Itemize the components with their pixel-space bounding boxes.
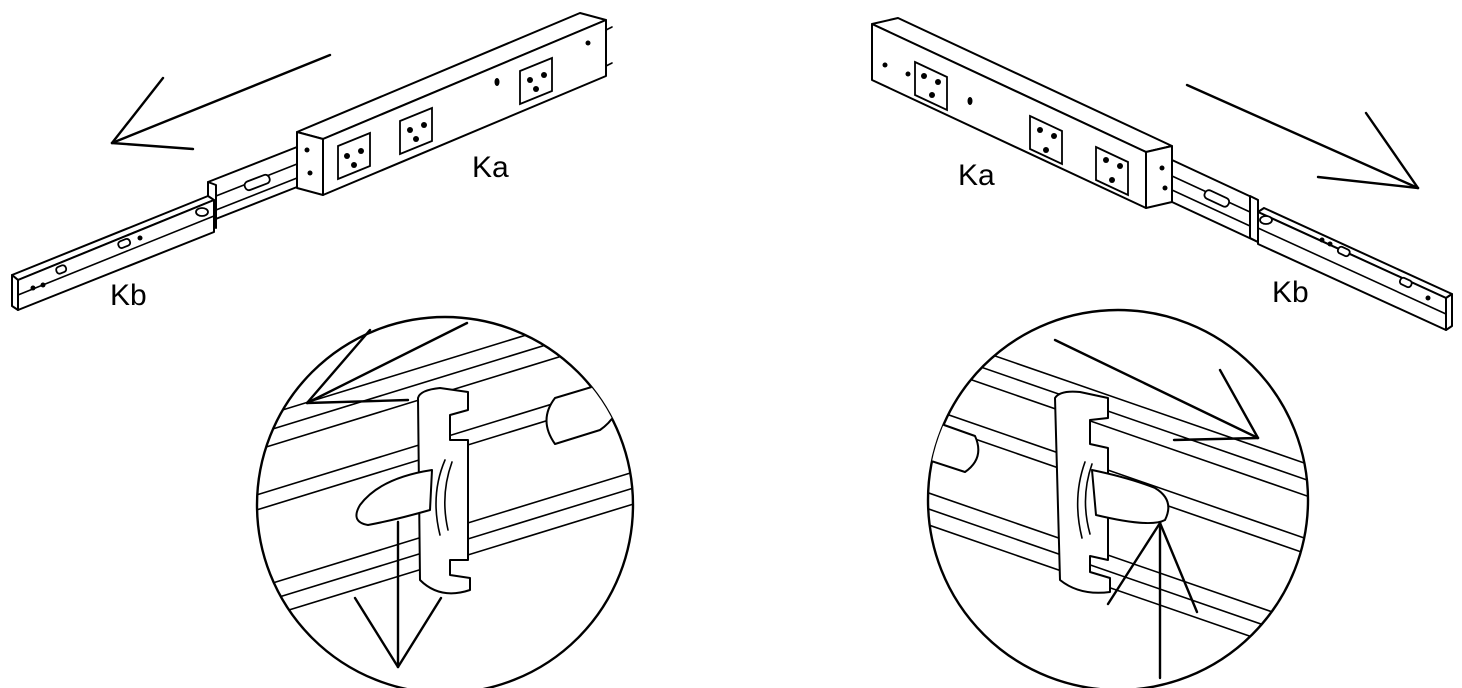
right-detail-press-arrow <box>1106 521 1199 680</box>
right-ka-mount-slot <box>1029 114 1063 166</box>
right-label-kb: Kb <box>1272 276 1309 309</box>
left-detail-pull-arrow <box>305 321 469 405</box>
left-middle-rail <box>207 146 298 229</box>
right-slide-assembly: Ka Kb <box>871 17 1453 331</box>
left-detail-press-arrow <box>353 520 443 669</box>
left-label-kb: Kb <box>110 279 147 312</box>
right-outer-rail-ka <box>871 17 1173 209</box>
left-slide-assembly: Ka Kb <box>11 12 613 312</box>
right-middle-rail <box>1171 159 1259 243</box>
left-release-lever-detail <box>255 315 635 688</box>
left-pull-arrow <box>110 53 332 151</box>
left-ka-mount-slot <box>519 56 553 106</box>
right-release-lever-detail <box>926 308 1310 688</box>
left-inner-rail-kb <box>11 195 215 311</box>
left-label-ka: Ka <box>472 151 509 184</box>
right-label-ka: Ka <box>958 159 995 192</box>
left-ka-mount-slot <box>399 106 433 156</box>
right-inner-rail-kb <box>1257 207 1453 331</box>
right-ka-mount-slot <box>914 60 948 112</box>
right-detail-pull-arrow <box>1053 338 1260 442</box>
left-outer-rail-ka <box>296 12 613 196</box>
right-pull-arrow <box>1185 83 1420 190</box>
left-ka-mount-slot <box>337 131 371 181</box>
right-ka-mount-slot <box>1095 145 1129 197</box>
